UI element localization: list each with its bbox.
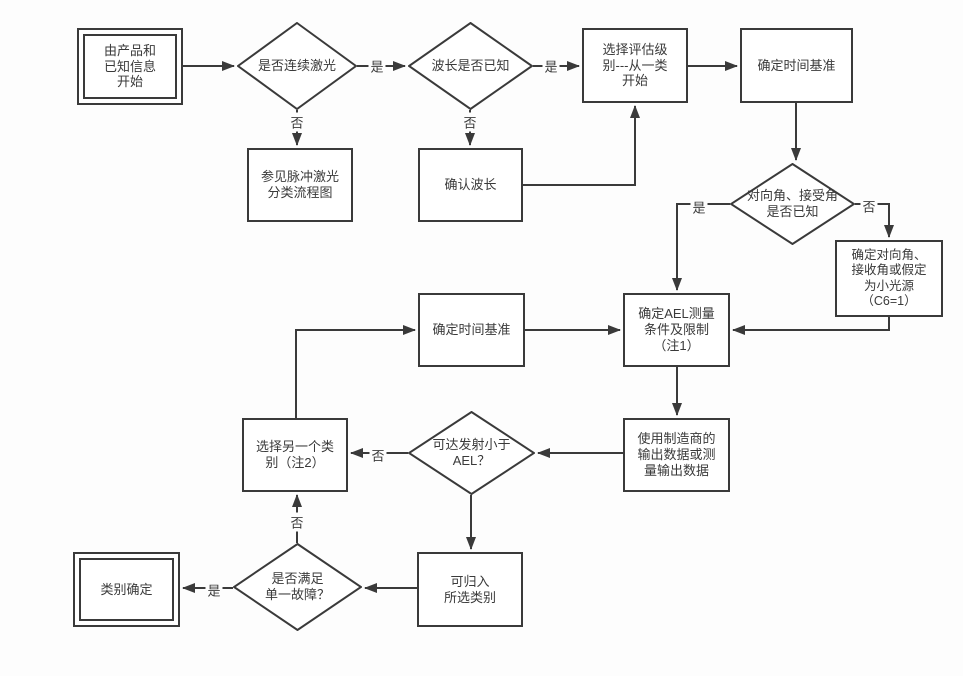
edge-label-no: 否 [288, 512, 306, 532]
node-time-base-mid: 确定时间基准 [418, 293, 525, 367]
decision-angles-known-label: 对向角、接受角 是否已知 [746, 188, 838, 219]
diamond-shape [408, 411, 535, 495]
edge-label-yes: 是 [690, 197, 708, 217]
edge-label-yes: 是 [205, 580, 223, 600]
node-class-confirmed-label: 类别确定 [79, 558, 174, 621]
node-small-source: 确定对向角、 接收角或假定 为小光源 （C6=1） [835, 240, 943, 317]
node-start-terminator: 由产品和 已知信息 开始 [77, 28, 183, 105]
diamond-shape [408, 22, 533, 110]
edge-angle-yes-to-ael-limits [672, 203, 730, 291]
node-ael-limits: 确定AEL测量 条件及限制 （注1） [623, 293, 730, 367]
edge-small-source-to-ael-limits [732, 317, 890, 335]
edge-confirm-to-select-class [523, 105, 640, 186]
node-manufacturer-data: 使用制造商的 输出数据或测 量输出数据 [623, 418, 730, 492]
edge-another-class-to-time-base-mid [295, 325, 416, 418]
node-time-base-top: 确定时间基准 [740, 28, 853, 103]
node-assign-class: 可归入 所选类别 [417, 552, 523, 627]
diamond-shape [233, 543, 362, 631]
node-confirm-wavelength: 确认波长 [418, 148, 523, 222]
diamond-shape [237, 22, 357, 110]
edge-label-no: 否 [461, 112, 479, 132]
decision-angles-known: 对向角、接受角 是否已知 [730, 163, 855, 245]
node-select-class: 选择评估级 别---从一类 开始 [582, 28, 688, 103]
decision-continuous-laser: 是否连续激光 [237, 22, 357, 110]
decision-wavelength-known-label: 波长是否已知 [431, 58, 510, 74]
diamond-shape [730, 163, 855, 245]
edge-label-no: 否 [860, 196, 878, 216]
decision-single-fault-label: 是否满足 单一故障？ [264, 571, 330, 602]
decision-wavelength-known: 波长是否已知 [408, 22, 533, 110]
decision-continuous-laser-label: 是否连续激光 [257, 58, 336, 74]
decision-single-fault: 是否满足 单一故障？ [233, 543, 362, 631]
decision-emission-below-ael-label: 可达发射小于 AEL？ [432, 437, 511, 468]
decision-emission-below-ael: 可达发射小于 AEL？ [408, 411, 535, 495]
node-another-class: 选择另一个类 别（注2） [242, 418, 348, 492]
edge-label-yes: 是 [542, 56, 560, 76]
node-class-confirmed-terminator: 类别确定 [73, 552, 180, 627]
edge-label-no: 否 [288, 112, 306, 132]
edge-label-no: 否 [369, 445, 387, 465]
node-start-label: 由产品和 已知信息 开始 [83, 34, 177, 99]
edge-label-yes: 是 [368, 56, 386, 76]
node-pulse-flowchart-ref: 参见脉冲激光 分类流程图 [247, 148, 353, 222]
